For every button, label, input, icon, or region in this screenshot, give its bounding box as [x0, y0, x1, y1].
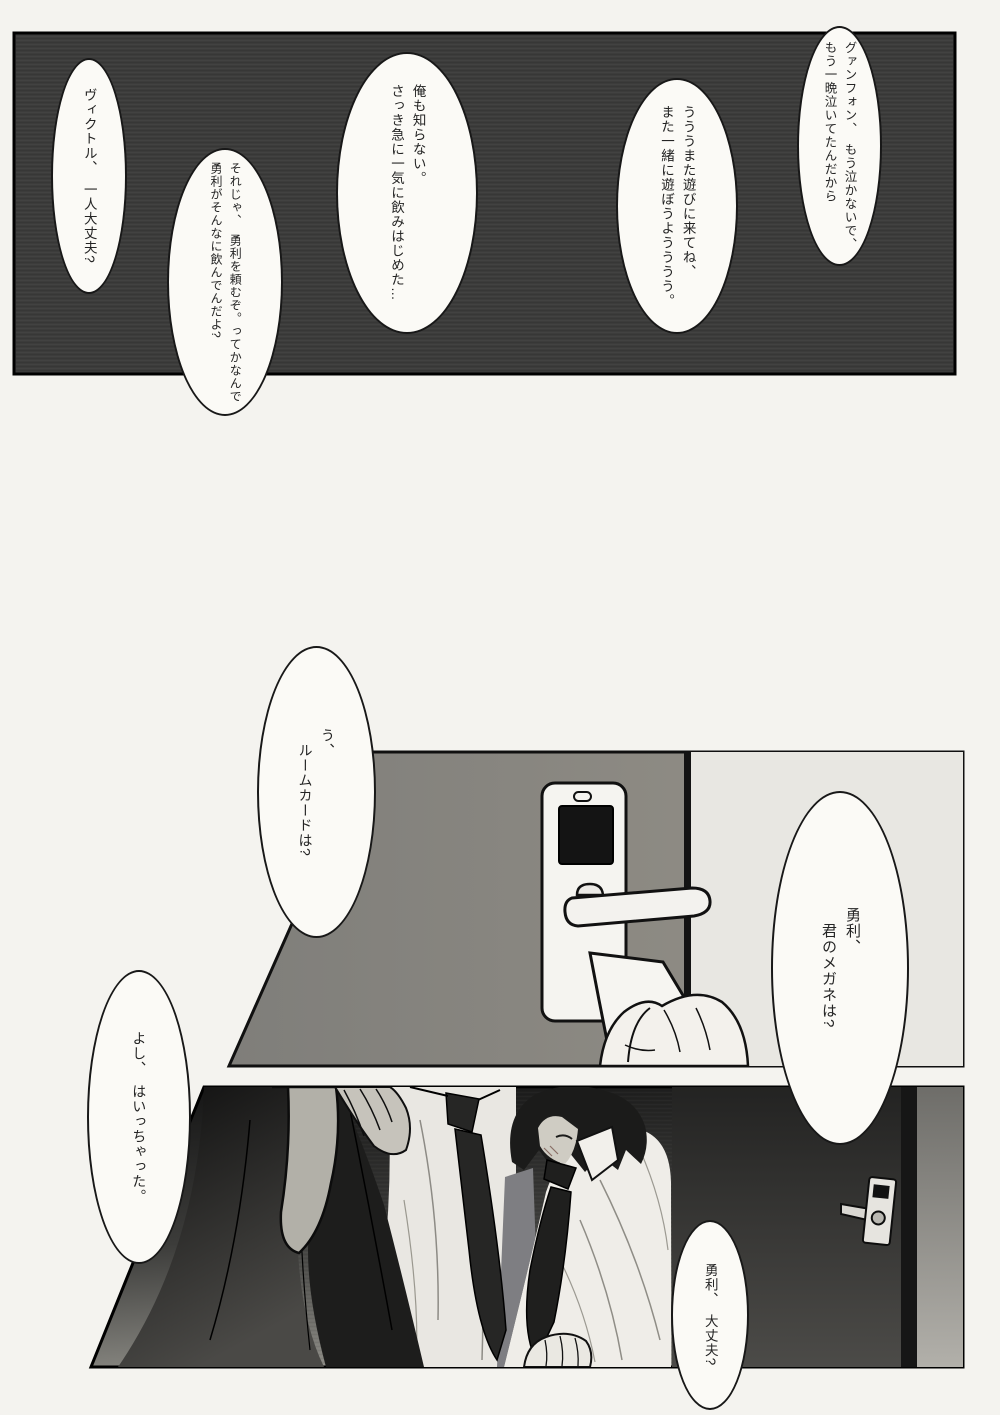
hanging-arm [272, 1087, 340, 1255]
bubble-text: 俺も知らない。 さっき急に一気に飲みはじめた… [389, 84, 426, 302]
hand-with-keycard [588, 951, 750, 1066]
speech-bubble-sorejya: それじゃ、 勇利を頼むぞ。ってかなんで 勇利がそんなに飲んでんだよ? [167, 148, 283, 416]
shirt-collar [575, 1125, 620, 1182]
necktie-left [409, 1087, 507, 1362]
door-lock-small [840, 1176, 898, 1246]
bubble-text: ヴィクトル、 一人大丈夫? [81, 88, 97, 264]
card-reader-screen [558, 805, 614, 865]
speech-bubble-megane: 勇利、 君のメガネは? [771, 791, 909, 1145]
necktie-carried [525, 1159, 577, 1362]
bubble-text: グァンフォン、 もう泣かないで、 もう一晩泣いてたんだから [822, 41, 857, 251]
speech-bubble-yoshi: よし、 はいっちゃった。 [87, 970, 191, 1264]
speech-bubble-uuu: うううまた遊びに来てね、 また一緒に遊ぼうようううう。 [616, 78, 738, 334]
hand-on-shoulder [333, 1087, 411, 1156]
bubble-text: それじゃ、 勇利を頼むぞ。ってかなんで 勇利がそんなに飲んでんだよ? [209, 161, 243, 403]
speech-bubble-daijoubu: 勇利、 大丈夫? [671, 1220, 749, 1410]
hand-at-waist [522, 1332, 593, 1367]
closed-eye [555, 1134, 573, 1140]
speech-bubble-room-card: う、 ルームカードは? [257, 646, 376, 938]
handle-hinge [575, 882, 605, 897]
lock-led-slot [573, 791, 592, 802]
draped-jacket [118, 1087, 424, 1367]
speech-bubble-oremo: 俺も知らない。 さっき急に一気に飲みはじめた… [336, 52, 478, 334]
bubble-text: うううまた遊びに来てね、 また一緒に遊ぼうようううう。 [659, 104, 696, 308]
speech-bubble-victor-alone: ヴィクトル、 一人大丈夫? [51, 58, 127, 294]
bubble-text: よし、 はいっちゃった。 [131, 1030, 148, 1204]
bubble-text: う、 ルームカードは? [297, 727, 336, 857]
door-handle-lever [563, 886, 712, 928]
blush-lines [543, 1145, 559, 1157]
bubble-text: 勇利、 大丈夫? [702, 1263, 718, 1367]
bubble-text: 勇利、 君のメガネは? [820, 907, 861, 1029]
speech-bubble-guanghong: グァンフォン、 もう泣かないで、 もう一晩泣いてたんだから [797, 26, 882, 266]
